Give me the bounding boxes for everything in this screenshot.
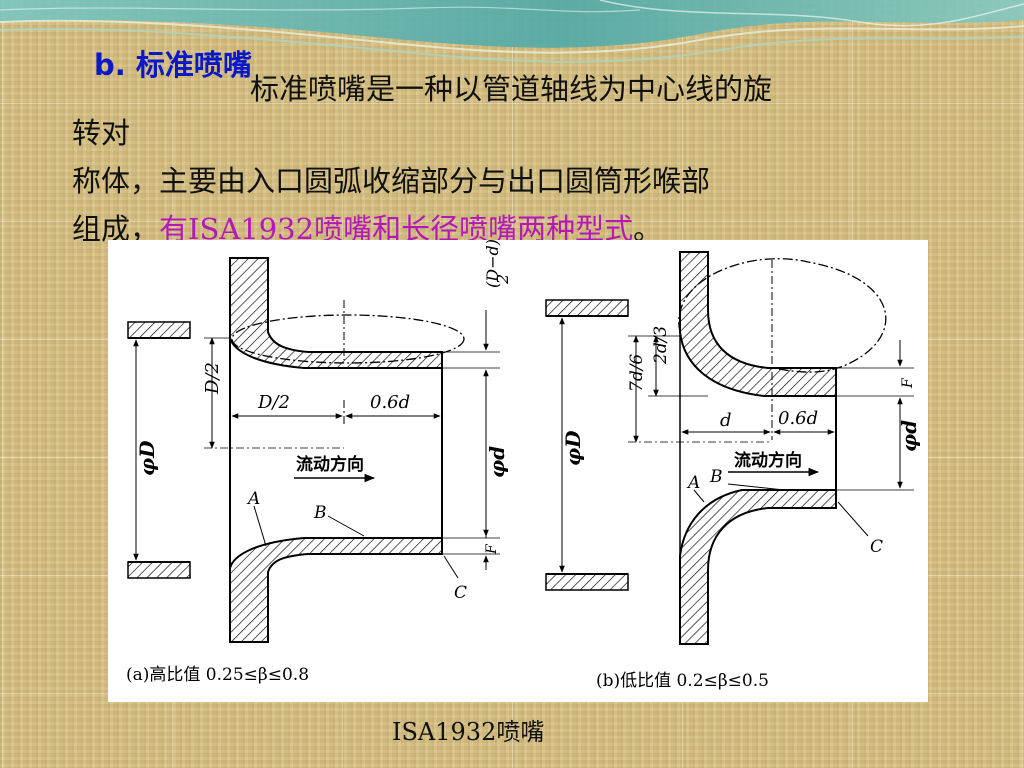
label-a-dd-denominator: 2 — [493, 274, 512, 285]
paragraph-line-2: 转对 — [72, 116, 131, 150]
figure-a-high-ratio: D/2 D/2 0.6d (D−d) 2 φD φd 流动方向 A B C F … — [126, 240, 512, 685]
label-a-point-b: B — [313, 503, 327, 523]
label-b-f: F — [900, 377, 916, 389]
figure-b-low-ratio: 7d/6 2d/3 d 0.6d φD φd 流动方向 A B C F (b)低… — [545, 251, 921, 691]
label-a-f: F — [484, 543, 500, 555]
label-a-point-a: A — [246, 489, 260, 509]
label-a-06d: 0.6d — [370, 392, 410, 413]
label-b-06d: 0.6d — [778, 408, 818, 429]
caption-figure-b: (b)低比值 0.2≤β≤0.5 — [596, 671, 769, 691]
label-a-d2-horizontal: D/2 — [257, 392, 290, 413]
caption-figure-a: (a)高比值 0.25≤β≤0.8 — [126, 665, 309, 685]
label-a-flow-direction: 流动方向 — [296, 454, 364, 475]
label-a-phi-small-d: φd — [485, 446, 509, 478]
label-a-dd-numerator: (D−d) — [483, 240, 502, 288]
label-b-flow-direction: 流动方向 — [734, 450, 802, 471]
label-a-phi-big-d: φD — [135, 440, 159, 476]
label-b-2d3: 2d/3 — [651, 326, 671, 365]
label-b-d: d — [720, 410, 732, 431]
paragraph-line-1: 标准喷嘴是一种以管道轴线为中心线的旋 — [250, 72, 773, 106]
label-b-point-c: C — [870, 537, 883, 557]
label-b-phi-big-d: φD — [561, 430, 585, 466]
label-b-7d6: 7d/6 — [627, 354, 647, 392]
label-a-d2-vertical: D/2 — [202, 362, 223, 395]
figure-caption: ISA1932喷嘴 — [392, 718, 545, 746]
label-a-point-c: C — [454, 583, 467, 603]
label-b-point-b: B — [709, 467, 723, 487]
nozzle-diagram: D/2 D/2 0.6d (D−d) 2 φD φd 流动方向 A B C F … — [108, 240, 928, 702]
header-wave-decoration — [0, 0, 1024, 63]
section-title: b. 标准喷嘴 — [94, 48, 252, 82]
label-b-point-a: A — [686, 473, 700, 493]
label-b-phi-small-d: φd — [897, 420, 921, 452]
paragraph-line-3: 称体，主要由入口圆弧收缩部分与出口圆筒形喉部 — [72, 164, 711, 198]
